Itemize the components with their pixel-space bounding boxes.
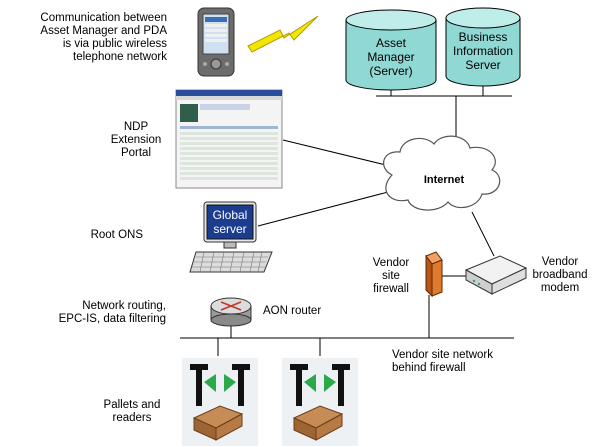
asset-manager-label: Asset Manager (Server) xyxy=(350,36,432,78)
pda-icon xyxy=(197,7,235,77)
router-icon xyxy=(210,297,252,327)
global-server-line-1: Global xyxy=(212,208,248,222)
communication-line-1: Communication between xyxy=(40,12,167,24)
asset-manager-line-2: Manager xyxy=(367,50,415,64)
communication-line-4: telephone network xyxy=(73,51,167,63)
vendor-modem-label: Vendor broadband modem xyxy=(526,256,594,295)
pallets-label: Pallets and readers xyxy=(92,399,172,425)
business-info-label: Business Information Server xyxy=(440,30,526,72)
asset-manager-server-icon xyxy=(345,9,437,91)
network-routing-label: Network routing, EPC-IS, data filtering xyxy=(0,300,166,326)
asset-manager-line-3: (Server) xyxy=(369,64,413,78)
network-routing-line-2: EPC-IS, data filtering xyxy=(58,313,166,325)
portal-screenshot-icon xyxy=(175,89,283,189)
internet-to-modem-line xyxy=(471,211,495,257)
portal-to-internet-line xyxy=(282,139,391,167)
vendor-firewall-line-3: firewall xyxy=(373,283,409,295)
vendor-modem-line-2: broadband xyxy=(532,269,588,281)
vendor-firewall-label: Vendor site firewall xyxy=(364,257,418,296)
pallets-line-1: Pallets and xyxy=(103,399,161,411)
modem-icon xyxy=(464,255,528,295)
communication-label: Communication between Asset Manager and … xyxy=(0,12,167,64)
internet-label: Internet xyxy=(423,174,465,186)
business-info-server-icon xyxy=(445,7,521,87)
lightning-bolt-icon xyxy=(247,15,319,53)
root-ons-label: Root ONS xyxy=(0,229,143,242)
communication-line-3: is via public wireless xyxy=(62,38,167,50)
ndp-line-1: NDP xyxy=(123,121,149,133)
vendor-firewall-line-1: Vendor xyxy=(372,257,410,269)
rfid-reader-2-icon xyxy=(282,358,358,446)
communication-line-2: Asset Manager and PDA xyxy=(40,25,167,37)
firewall-icon xyxy=(425,251,443,298)
business-info-line-3: Server xyxy=(465,58,501,72)
internet-cloud-icon xyxy=(383,135,501,211)
business-info-line-1: Business xyxy=(458,30,508,44)
vendor-network-line-1: Vendor site network xyxy=(392,349,494,361)
global-server-line-2: server xyxy=(213,222,247,236)
global-server-label: Global server xyxy=(207,208,253,236)
asset-manager-line-1: Asset xyxy=(375,36,406,50)
ndp-line-2: Extension xyxy=(110,134,162,146)
vendor-network-line-2: behind firewall xyxy=(392,362,466,374)
vendor-firewall-line-2: site xyxy=(382,270,400,282)
vendor-network-label: Vendor site network behind firewall xyxy=(392,349,493,375)
root-ons-line-1: Root ONS xyxy=(90,229,143,241)
vendor-modem-line-3: modem xyxy=(540,282,580,294)
globalserver-to-internet-line xyxy=(257,191,389,227)
network-routing-line-1: Network routing, xyxy=(82,300,166,312)
vendor-modem-line-1: Vendor xyxy=(541,256,579,268)
business-info-line-2: Information xyxy=(452,44,514,58)
rfid-reader-1-icon xyxy=(182,358,258,446)
pallets-line-2: readers xyxy=(112,412,152,424)
global-server-computer-icon xyxy=(189,201,273,273)
ndp-line-3: Portal xyxy=(120,147,152,159)
ndp-portal-label: NDP Extension Portal xyxy=(96,121,176,160)
connection-lines xyxy=(180,86,514,356)
aon-router-label: AON router xyxy=(263,305,322,317)
